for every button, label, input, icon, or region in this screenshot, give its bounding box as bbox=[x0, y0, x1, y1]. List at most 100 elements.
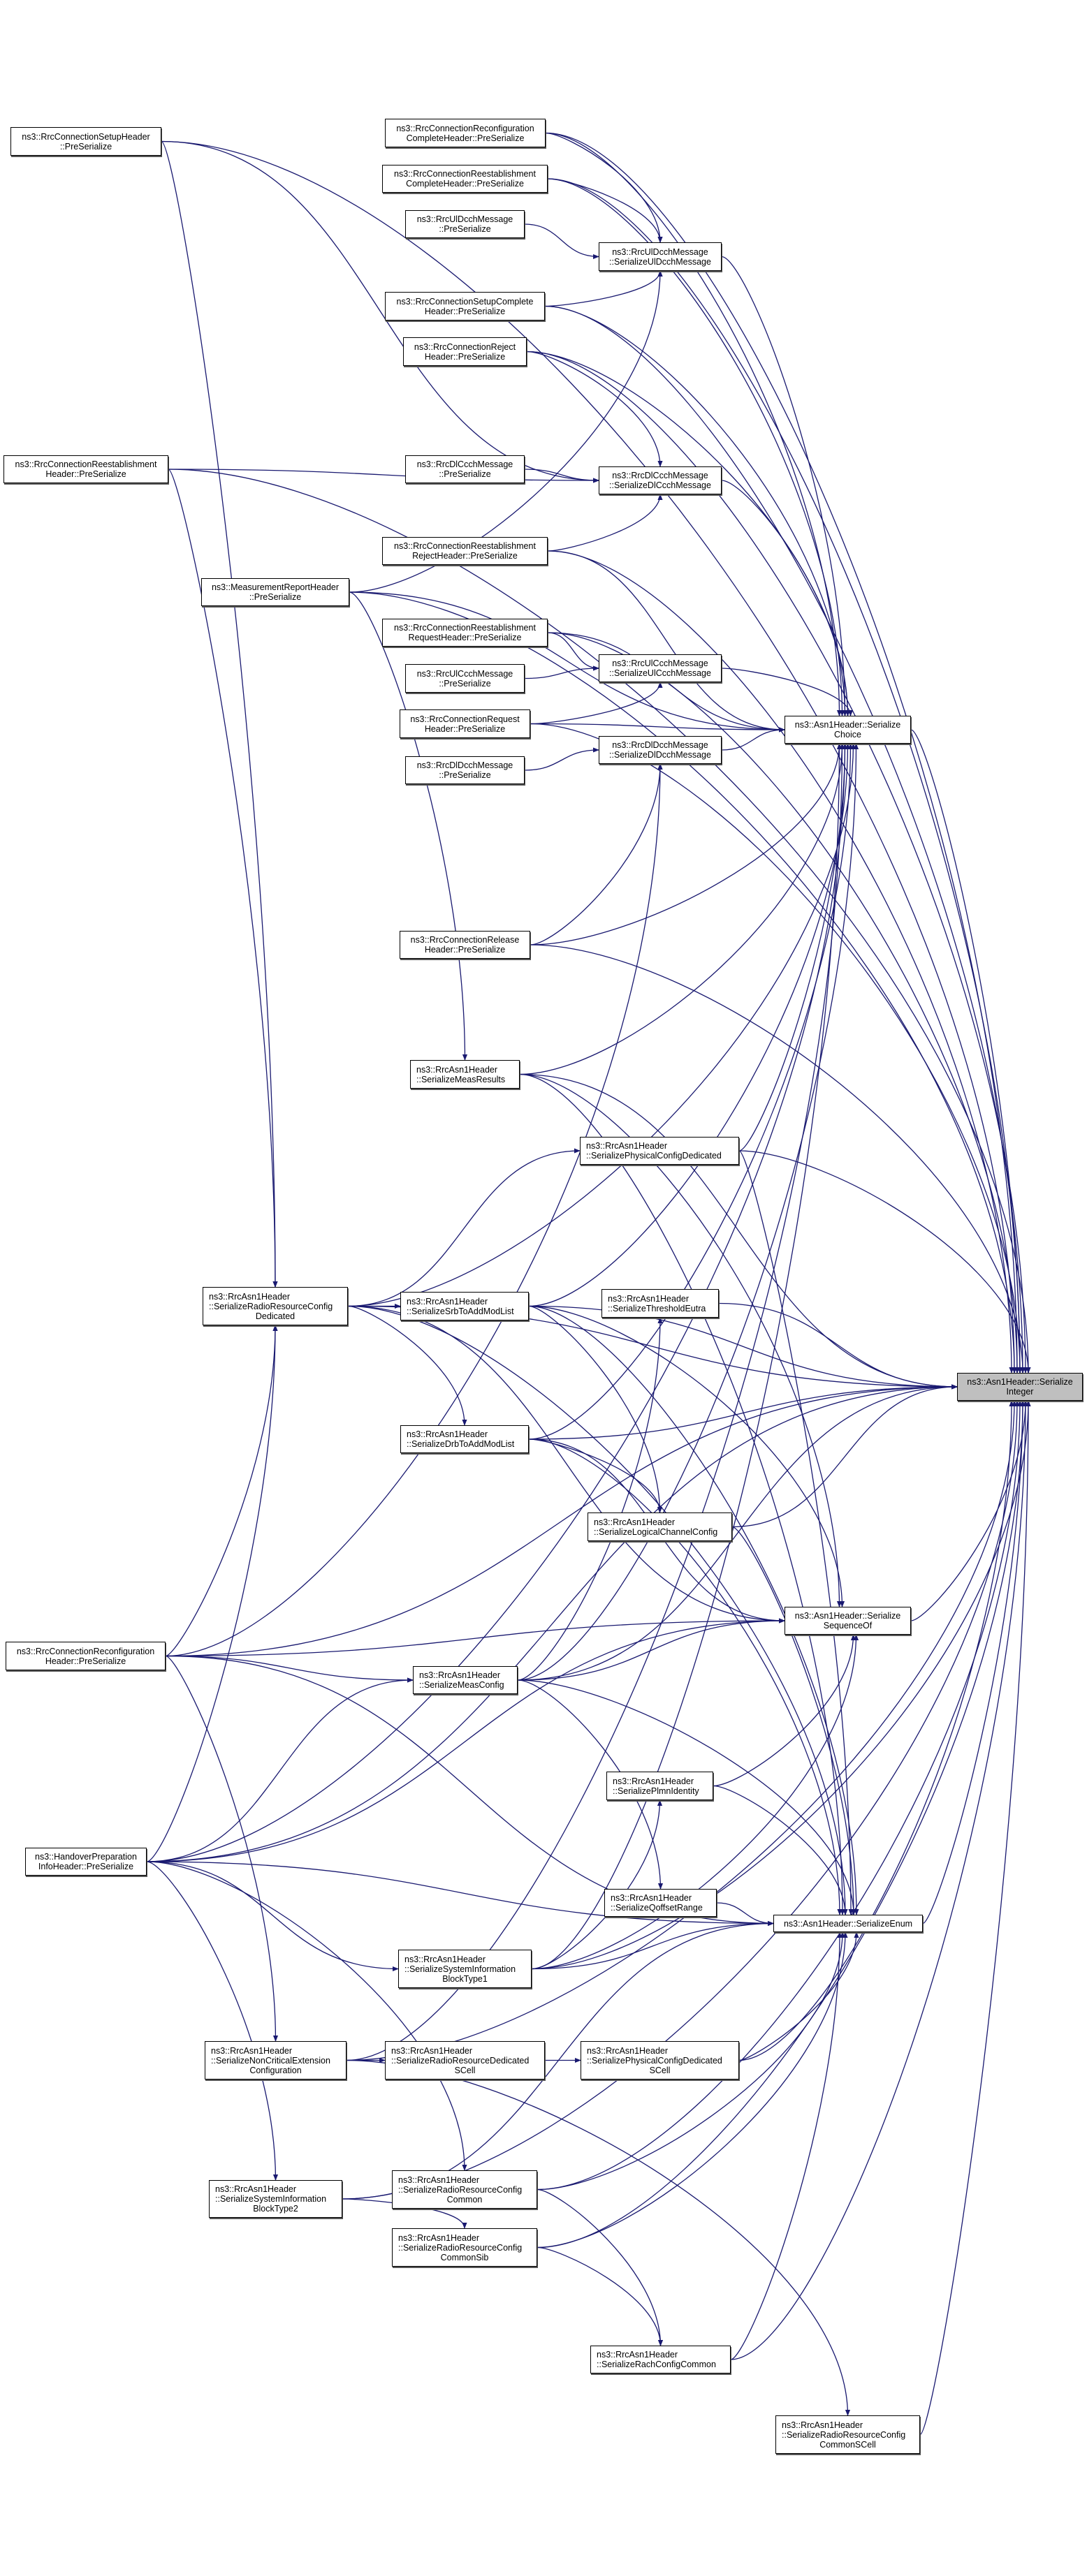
node-label-line: ::SerializeDlCcchMessage bbox=[609, 480, 711, 490]
edge-reestRequest-to-ulCcchSer bbox=[547, 632, 599, 671]
graph-node-sib1[interactable]: ns3::RrcAsn1Header::SerializeSystemInfor… bbox=[398, 1950, 532, 1988]
graph-node-rach[interactable]: ns3::RrcAsn1Header::SerializeRachConfigC… bbox=[590, 2346, 731, 2373]
edge-request-to-choice bbox=[530, 723, 785, 733]
node-label-line: ns3::RrcConnectionReestablishment bbox=[394, 169, 536, 179]
node-label-line: ::SerializeSrbToAddModList bbox=[407, 1306, 514, 1316]
edge-setupComplete-to-ulDcchSer bbox=[544, 270, 663, 307]
node-label-line: SCell bbox=[649, 2065, 671, 2075]
node-label-line: SequenceOf bbox=[823, 1621, 873, 1631]
graph-node-threshold[interactable]: ns3::RrcAsn1Header::SerializeThresholdEu… bbox=[601, 1289, 719, 1318]
edge-handover-to-measConfig bbox=[146, 1677, 414, 1862]
edge-rrcDed-to-physDed bbox=[347, 1148, 581, 1307]
node-label-line: ns3::RrcAsn1Header bbox=[404, 1954, 486, 1964]
graph-node-plmn[interactable]: ns3::RrcAsn1Header::SerializePlmnIdentit… bbox=[606, 1772, 713, 1800]
graph-node-dlDcchPre[interactable]: ns3::RrcDlDcchMessage::PreSerialize bbox=[405, 756, 525, 784]
graph-node-measConfig[interactable]: ns3::RrcAsn1Header::SerializeMeasConfig bbox=[413, 1666, 518, 1694]
edge-reestReject-to-choice bbox=[547, 550, 785, 733]
edge-lcc-to-enum bbox=[731, 1526, 856, 1915]
node-label-line: ns3::RrcAsn1Header bbox=[407, 1296, 488, 1307]
graph-node-enum[interactable]: ns3::Asn1Header::SerializeEnum bbox=[773, 1915, 923, 1932]
node-label-line: ns3::RrcUlDcchMessage bbox=[416, 214, 513, 224]
graph-node-rrcDed[interactable]: ns3::RrcAsn1Header::SerializeRadioResour… bbox=[203, 1287, 348, 1325]
node-label-line: ::SerializeRadioResourceConfig bbox=[398, 2184, 523, 2195]
edge-measConfig-to-qoffset bbox=[517, 1679, 664, 1890]
node-label-line: ns3::RrcAsn1Header bbox=[594, 1517, 676, 1527]
graph-node-drb[interactable]: ns3::RrcAsn1Header::SerializeDrbToAddMod… bbox=[400, 1425, 529, 1453]
edge-drb-to-choice bbox=[528, 743, 854, 1440]
edge-dlDcchPre-to-dlDcchSer bbox=[524, 747, 599, 771]
edge-ulDcchSer-to-choice bbox=[721, 256, 848, 716]
graph-node-nonCrit[interactable]: ns3::RrcAsn1Header::SerializeNonCritical… bbox=[205, 2041, 346, 2080]
edge-measConfig-to-enum bbox=[517, 1679, 856, 1915]
node-label-line: ns3::RrcConnectionReconfiguration bbox=[16, 1646, 155, 1656]
node-label-line: ns3::HandoverPreparation bbox=[35, 1852, 137, 1862]
node-label-line: Header::PreSerialize bbox=[424, 723, 506, 734]
edge-plmn-to-enum bbox=[713, 1785, 848, 1915]
node-label-line: Choice bbox=[834, 730, 861, 739]
graph-node-ulDcchPre[interactable]: ns3::RrcUlDcchMessage::PreSerialize bbox=[405, 210, 525, 238]
node-label-line: ns3::RrcAsn1Header bbox=[587, 2045, 669, 2056]
edge-setup-to-rrcDed bbox=[161, 140, 278, 1288]
edge-dlCcchPre-to-dlCcchSer bbox=[524, 469, 599, 483]
edge-reestComplete-to-integer bbox=[547, 178, 1023, 1374]
graph-node-srb[interactable]: ns3::RrcAsn1Header::SerializeSrbToAddMod… bbox=[400, 1292, 529, 1320]
edge-seqOf-to-integer bbox=[910, 1400, 1028, 1621]
node-label-line: ns3::RrcAsn1Header bbox=[398, 2174, 480, 2185]
edge-rach-to-enum bbox=[730, 1931, 842, 2360]
graph-node-rrcCommon[interactable]: ns3::RrcAsn1Header::SerializeRadioResour… bbox=[392, 2170, 537, 2209]
node-label-line: ::PreSerialize bbox=[59, 141, 112, 152]
node-label-line: ns3::RrcAsn1Header bbox=[407, 1429, 488, 1439]
node-label-line: Dedicated bbox=[255, 1311, 296, 1321]
node-label-line: ns3::RrcAsn1Header bbox=[215, 2184, 297, 2194]
node-label-line: ::PreSerialize bbox=[439, 469, 491, 479]
node-label-line: InfoHeader::PreSerialize bbox=[38, 1862, 134, 1871]
graph-node-physDedSCell[interactable]: ns3::RrcAsn1Header::SerializePhysicalCon… bbox=[581, 2041, 739, 2080]
node-label-line: ns3::RrcUlDcchMessage bbox=[612, 246, 708, 257]
graph-node-sib2[interactable]: ns3::RrcAsn1Header::SerializeSystemInfor… bbox=[209, 2180, 342, 2218]
graph-node-dlCcchPre[interactable]: ns3::RrcDlCcchMessage::PreSerialize bbox=[405, 455, 525, 483]
graph-node-rrcCommonSib[interactable]: ns3::RrcAsn1Header::SerializeRadioResour… bbox=[392, 2228, 537, 2267]
graph-node-rrdSCell[interactable]: ns3::RrcAsn1Header::SerializeRadioResour… bbox=[385, 2041, 545, 2080]
graph-node-ulCcchSer[interactable]: ns3::RrcUlCcchMessage::SerializeUlCcchMe… bbox=[599, 654, 722, 682]
graph-node-setup[interactable]: ns3::RrcConnectionSetupHeader::PreSerial… bbox=[10, 127, 161, 156]
graph-node-ulCcchPre[interactable]: ns3::RrcUlCcchMessage::PreSerialize bbox=[405, 664, 525, 693]
graph-node-ulDcchSer[interactable]: ns3::RrcUlDcchMessage::SerializeUlDcchMe… bbox=[599, 242, 722, 271]
node-label-line: ns3::Asn1Header::SerializeEnum bbox=[783, 1918, 913, 1929]
graph-node-qoffset[interactable]: ns3::RrcAsn1Header::SerializeQoffsetRang… bbox=[604, 1889, 717, 1917]
graph-node-dlCcchSer[interactable]: ns3::RrcDlCcchMessage::SerializeDlCcchMe… bbox=[599, 466, 722, 494]
graph-node-lcc[interactable]: ns3::RrcAsn1Header::SerializeLogicalChan… bbox=[588, 1513, 732, 1541]
node-label-line: ns3::RrcConnectionReestablishment bbox=[394, 623, 536, 633]
edge-rrcDed-to-enum bbox=[347, 1305, 848, 1915]
node-label-line: ::SerializeMeasConfig bbox=[419, 1680, 504, 1690]
graph-node-measReport[interactable]: ns3::MeasurementReportHeader::PreSeriali… bbox=[201, 578, 349, 606]
node-label-line: ::PreSerialize bbox=[439, 770, 491, 780]
edge-measReport-to-ulDcchSer bbox=[349, 270, 663, 593]
graph-node-measResults[interactable]: ns3::RrcAsn1Header::SerializeMeasResults bbox=[410, 1060, 520, 1089]
edge-rrcDed-to-seqOf bbox=[347, 1305, 785, 1624]
edge-measResults-to-integer bbox=[519, 1073, 958, 1390]
node-label-line: ::SerializeDrbToAddModList bbox=[407, 1439, 515, 1449]
edge-srb-to-seqOf bbox=[528, 1305, 845, 1607]
edge-request-to-ulCcchSer bbox=[530, 682, 663, 725]
graph-node-rrcCommonSCell[interactable]: ns3::RrcAsn1Header::SerializeRadioResour… bbox=[775, 2415, 920, 2454]
edge-srb-to-integer bbox=[528, 1305, 958, 1390]
graph-node-dlDcchSer[interactable]: ns3::RrcDlDcchMessage::SerializeDlDcchMe… bbox=[599, 736, 722, 764]
graph-node-physDed[interactable]: ns3::RrcAsn1Header::SerializePhysicalCon… bbox=[580, 1137, 739, 1165]
edge-sib1-to-enum bbox=[531, 1920, 774, 1970]
node-label-line: ns3::RrcDlCcchMessage bbox=[416, 459, 513, 469]
edge-rach-to-integer bbox=[730, 1400, 1028, 2360]
